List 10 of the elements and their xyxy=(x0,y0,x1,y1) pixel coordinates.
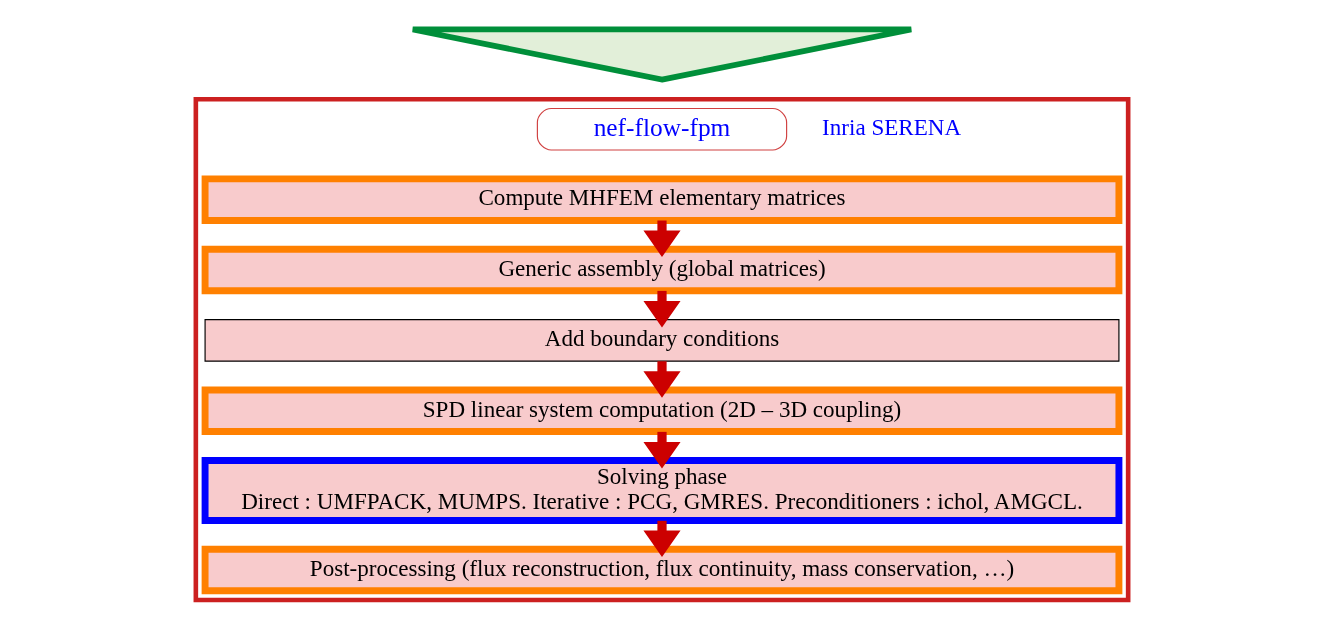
node-box: Solving phase Direct : UMFPACK, MUMPS. Iterative : PCG, GMRES. Preconditioners : ichol, AMGCL. xyxy=(201,456,1122,524)
node-box: Post-processing (flux reconstruction, flux continuity, mass conservation, …) xyxy=(201,545,1122,595)
node-triangle xyxy=(409,26,914,83)
node-box: Compute MHFEM elementary matrices xyxy=(201,175,1122,224)
cluster xyxy=(193,96,1130,603)
node-box: Generic assembly (global matrices) xyxy=(201,245,1122,295)
node-box: SPD linear system computation (2D – 3D coupling) xyxy=(201,386,1122,436)
node-label: Inria SERENA xyxy=(821,114,961,141)
node-box: Add boundary conditions xyxy=(204,319,1119,362)
node-box: nef-flow-fpm xyxy=(536,107,787,151)
